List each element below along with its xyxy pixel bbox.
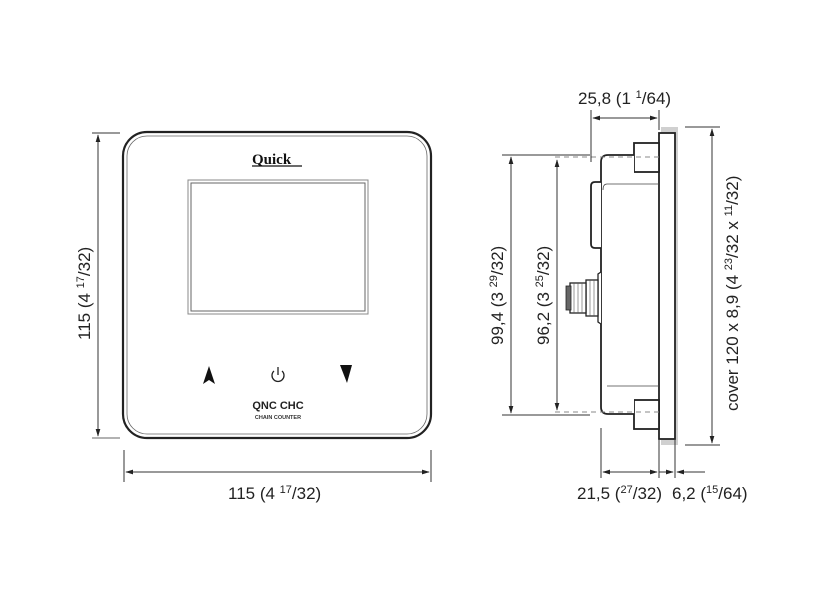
housing-body (600, 154, 634, 415)
body-depth-label: 21,5 (27/32) (577, 484, 662, 503)
power-button-icon[interactable] (271, 367, 285, 383)
side-view (555, 127, 678, 445)
front-height-dimension: 115 (4 17/32) (75, 132, 120, 439)
front-height-label: 115 (4 17/32) (75, 247, 94, 340)
inner-height-dimension: 96,2 (3 25/32) (534, 159, 560, 411)
top-depth-dimension: 25,8 (1 1/64) (578, 89, 671, 162)
front-view: Quick QNC CHC CHAIN COUNTER (121, 130, 433, 440)
outer-height-dimension: 99,4 (3 29/32) (488, 154, 590, 416)
cover-depth-label: 6,2 (15/64) (672, 484, 748, 503)
connector-icon (565, 271, 602, 325)
display-screen (190, 182, 366, 312)
outer-height-label: 99,4 (3 29/32) (488, 246, 507, 345)
up-arrow-button-icon[interactable] (203, 366, 215, 384)
brand-logo-text: Quick (252, 152, 292, 168)
side-bump (590, 181, 601, 249)
front-width-label: 115 (4 17/32) (228, 484, 321, 503)
model-name: QNC CHC (252, 400, 303, 412)
cover-plate (658, 132, 676, 440)
bottom-depth-dimensions: 21,5 (27/32) 6,2 (15/64) (577, 428, 748, 503)
front-width-dimension: 115 (4 17/32) (123, 450, 432, 503)
cover-size-label: cover 120 x 8,9 (4 23/32 x 11/32) (723, 176, 742, 411)
cover-dimension: cover 120 x 8,9 (4 23/32 x 11/32) (685, 126, 742, 446)
top-depth-label: 25,8 (1 1/64) (578, 89, 671, 108)
inner-height-label: 96,2 (3 25/32) (534, 246, 553, 345)
down-arrow-button-icon[interactable] (340, 365, 352, 383)
quick-logo: Quick (252, 152, 302, 168)
device-inner-bezel (126, 135, 428, 435)
model-subtitle: CHAIN COUNTER (255, 415, 301, 421)
bottom-mounting-tab (633, 399, 660, 430)
